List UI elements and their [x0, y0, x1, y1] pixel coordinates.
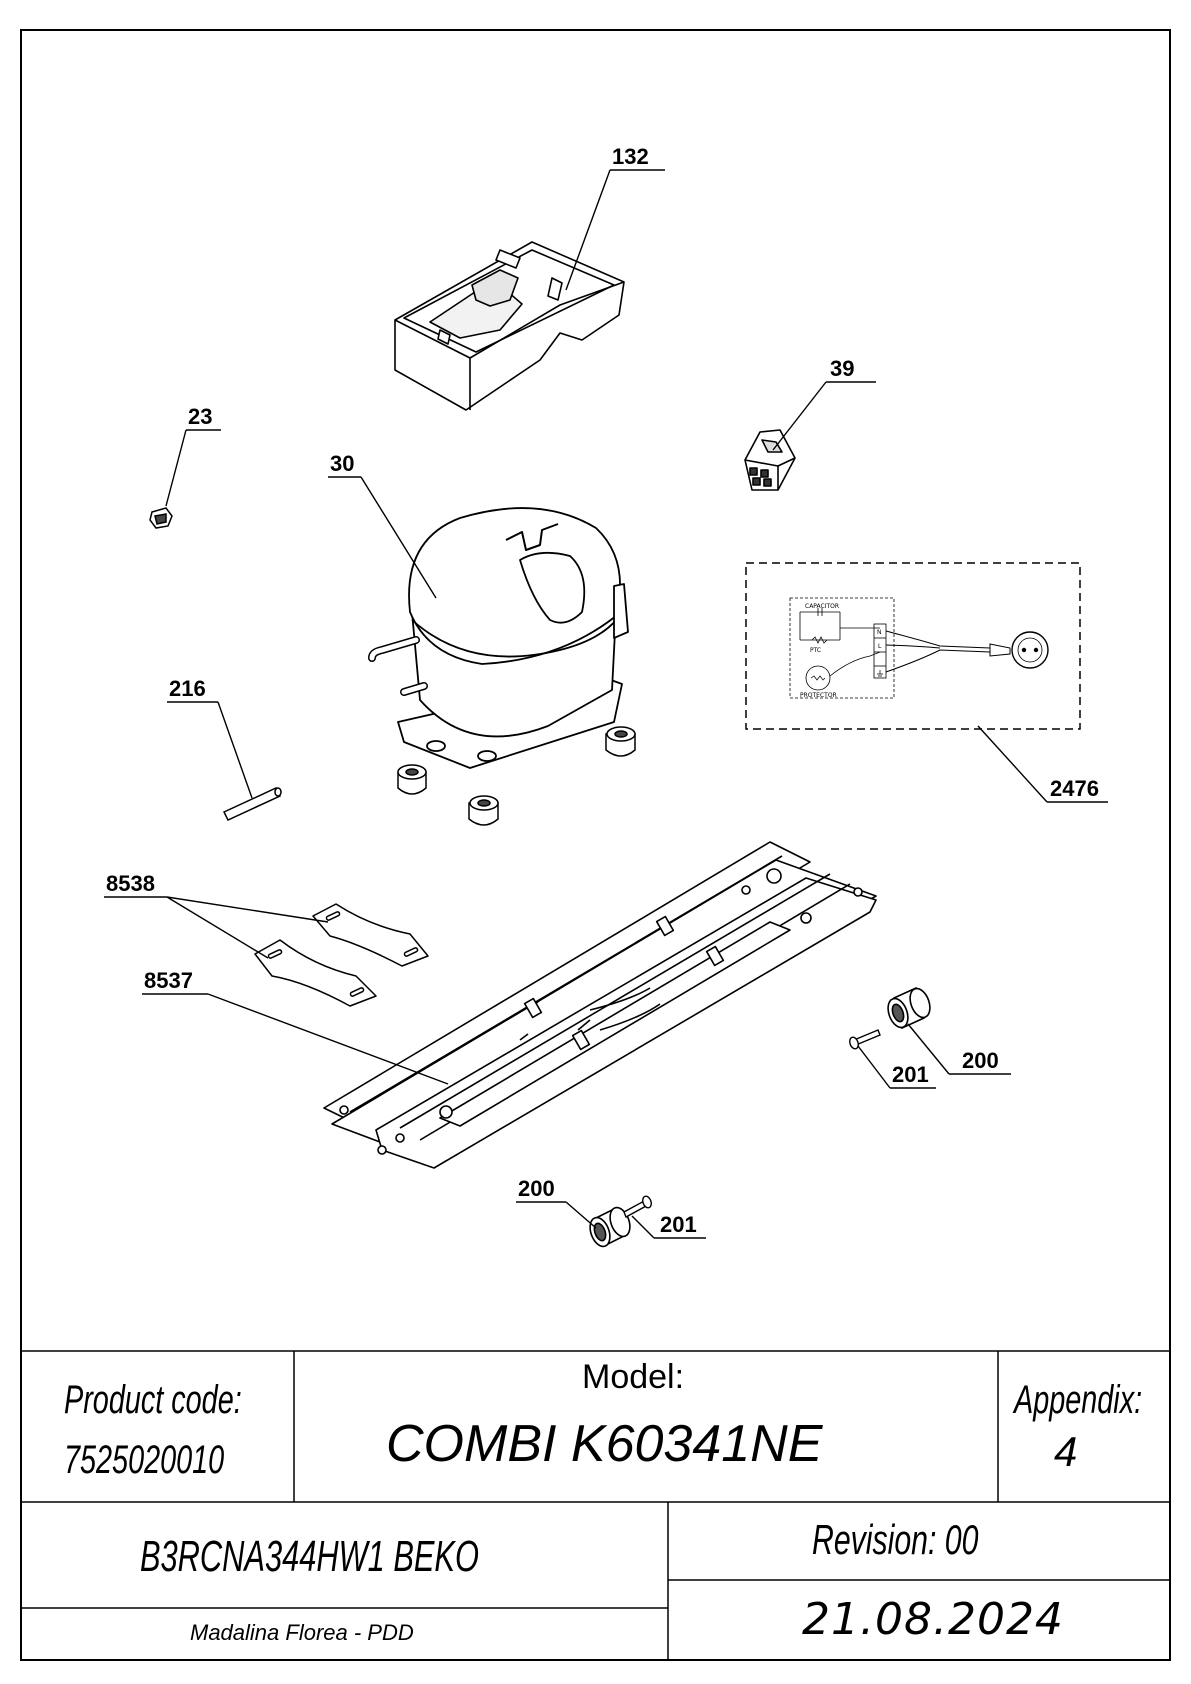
callout-8537: 8537 — [144, 968, 193, 993]
schematic-capacitor-label: CAPACITOR — [805, 603, 839, 610]
part-23-grommet — [149, 507, 173, 529]
rubber-foot — [605, 726, 636, 757]
appendix-value: 4 — [1054, 1428, 1078, 1475]
part-200-bushing-right — [887, 986, 931, 1030]
callout-23: 23 — [188, 404, 212, 429]
model-label: Model: — [582, 1358, 685, 1396]
callout-30: 30 — [330, 451, 354, 476]
leader-lines — [104, 169, 1108, 1239]
callout-216: 216 — [169, 676, 206, 701]
part-30-compressor — [368, 507, 629, 769]
callout-200-right: 200 — [962, 1048, 999, 1073]
callout-132: 132 — [612, 144, 649, 169]
callout-201-right: 201 — [892, 1062, 929, 1087]
schematic-protector-label: PROTECTOR — [800, 692, 837, 699]
rubber-foot — [468, 795, 499, 826]
compressor-rubber-feet — [397, 726, 636, 826]
rubber-foot — [397, 764, 427, 795]
callout-39: 39 — [830, 356, 854, 381]
schematic-terminal-l: L — [878, 643, 882, 650]
author: Madalina Florea - PDD — [190, 1620, 414, 1645]
schematic-terminal-n: N — [877, 629, 882, 636]
revision: Revision: 00 — [812, 1516, 979, 1563]
callout-201-bottom: 201 — [660, 1212, 697, 1237]
callout-200-bottom: 200 — [518, 1176, 555, 1201]
part-2476-wiring-harness: CAPACITOR PTC PROTECTOR N L — [745, 562, 1081, 730]
product-code-label: Product code: — [64, 1378, 242, 1422]
product-code-value: 7525020010 — [64, 1438, 225, 1482]
part-39-relay — [744, 429, 796, 491]
schematic-ptc-label: PTC — [810, 647, 821, 654]
part-8538-pads — [254, 903, 429, 1007]
part-201-screw-right — [849, 1029, 881, 1050]
title-block-grid — [21, 1350, 1170, 1660]
callout-2476: 2476 — [1050, 776, 1099, 801]
appendix-label: Appendix: — [1014, 1378, 1143, 1422]
date: 21.08.2024 — [802, 1594, 1064, 1645]
part-201-screw-bottom — [623, 1195, 652, 1218]
part-8537-base-tray — [323, 841, 877, 1169]
model-value: COMBI K60341NE — [386, 1415, 823, 1473]
callout-8538: 8538 — [106, 871, 155, 896]
model-code: B3RCNA344HW1 BEKO — [140, 1532, 479, 1581]
drawing-frame — [20, 29, 1171, 1661]
part-132-terminal-cover — [394, 241, 625, 411]
part-216-pin — [222, 787, 282, 821]
